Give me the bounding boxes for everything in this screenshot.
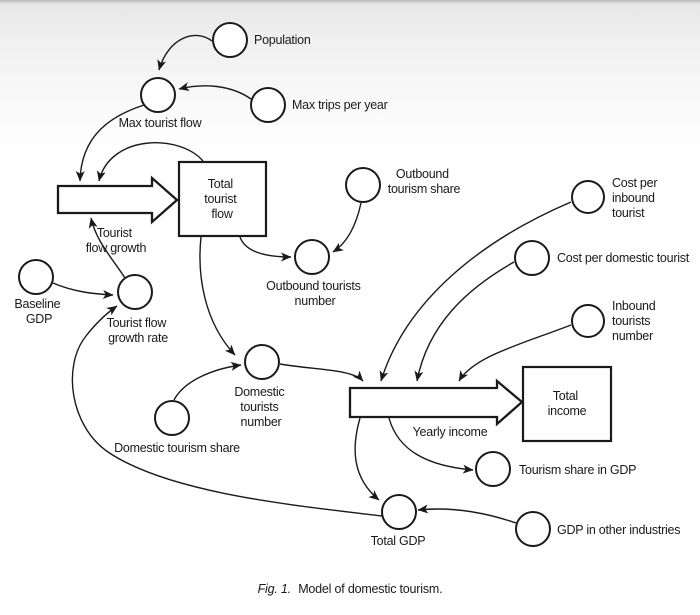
variable-total-gdp-label: Total GDP <box>371 534 426 548</box>
flow-yearly-income-label: Yearly income <box>413 425 488 439</box>
variable-cost-per-domestic-tourist-label: Cost per domestic tourist <box>557 251 690 265</box>
variable-tourism-share-in-gdp-label: Tourism share in GDP <box>519 463 636 477</box>
link-outbound-share-to-outbound-tourists <box>332 202 362 253</box>
figure-caption: Fig. 1. Model of domestic tourism. <box>258 582 443 596</box>
link-inbound-tourists-to-income-valve <box>458 324 572 382</box>
variable-node-tourism-share-in-gdp <box>475 451 511 487</box>
variable-domestic-tourists-number-label: Domestic tourists number <box>234 385 287 429</box>
link-total-tourist-flow-to-domestic-tourists <box>199 236 236 356</box>
link-cost-inbound-to-income-valve <box>379 201 572 382</box>
link-gdp-other-to-total-gdp <box>417 504 517 524</box>
link-total-tourist-flow-to-outbound-tourists <box>239 236 292 262</box>
variable-cost-per-inbound-tourist-label: Cost per inbound tourist <box>612 176 660 220</box>
stock-total-tourist-flow <box>177 160 268 238</box>
link-max-tourist-flow-to-growth-valve <box>75 104 145 182</box>
link-population-to-max-tourist-flow <box>157 34 213 71</box>
variable-node-domestic-tourism-share <box>154 400 190 436</box>
link-total-tourist-flow-to-growth-valve <box>96 142 204 182</box>
variable-population-label: Population <box>254 33 311 47</box>
variable-max-tourist-flow-label: Max tourist flow <box>119 116 203 130</box>
variable-node-max-tourist-flow <box>140 77 176 113</box>
stock-total-tourist-flow-label: Total tourist flow <box>204 177 240 221</box>
variable-node-outbound-tourism-share <box>345 167 381 203</box>
variable-baseline-gdp-label: Baseline GDP <box>14 297 63 326</box>
causal-links <box>52 34 572 524</box>
link-baseline-gdp-to-growth-rate <box>52 282 114 299</box>
link-total-gdp-to-growth-rate <box>71 305 383 517</box>
variable-outbound-tourists-number-label: Outbound tourists number <box>266 279 364 308</box>
stock-total-income-label: Total income <box>548 389 587 418</box>
variable-gdp-in-other-industries-label: GDP in other industries <box>557 523 680 537</box>
link-growth-rate-to-growth-valve <box>88 217 126 279</box>
link-income-valve-to-tourism-share <box>388 417 474 474</box>
figure-caption-text: Model of domestic tourism. <box>298 582 442 596</box>
link-income-valve-to-total-gdp <box>354 417 380 501</box>
variable-node-max-trips-per-year <box>250 87 286 123</box>
variable-max-trips-per-year-label: Max trips per year <box>292 98 388 112</box>
variable-node-outbound-tourists-number <box>294 239 330 275</box>
link-domestic-share-to-domestic-tourists <box>173 361 242 401</box>
variable-node-baseline-gdp <box>18 259 54 295</box>
flow-pipe-yearly-income <box>348 378 524 427</box>
variable-node-domestic-tourists-number <box>244 344 280 380</box>
variable-domestic-tourism-share-label: Domestic tourism share <box>114 441 240 455</box>
variable-node-total-gdp <box>381 494 417 530</box>
link-max-trips-to-max-tourist-flow <box>178 82 252 100</box>
flow-tourist-flow-growth-label: Tourist flow growth <box>86 226 147 255</box>
figure-caption-number: Fig. 1. <box>258 582 291 596</box>
variable-node-cost-per-domestic-tourist <box>514 240 550 276</box>
link-domestic-tourists-to-income-valve <box>279 363 364 382</box>
variable-tourist-flow-growth-rate-label: Tourist flow growth rate <box>107 316 170 345</box>
variable-outbound-tourism-share-label: Outbound tourism share <box>388 167 461 196</box>
variable-node-inbound-tourists-number <box>571 304 605 338</box>
flow-pipe-tourist-flow-growth <box>56 175 179 225</box>
variable-node-tourist-flow-growth-rate <box>117 274 153 310</box>
link-cost-domestic-to-income-valve <box>414 261 515 382</box>
stock-total-income <box>521 365 613 443</box>
variable-inbound-tourists-number-label: Inbound tourists number <box>612 299 659 343</box>
variable-node-gdp-in-other-industries <box>515 511 551 547</box>
variable-node-population <box>212 22 248 58</box>
variable-node-cost-per-inbound-tourist <box>571 180 605 214</box>
